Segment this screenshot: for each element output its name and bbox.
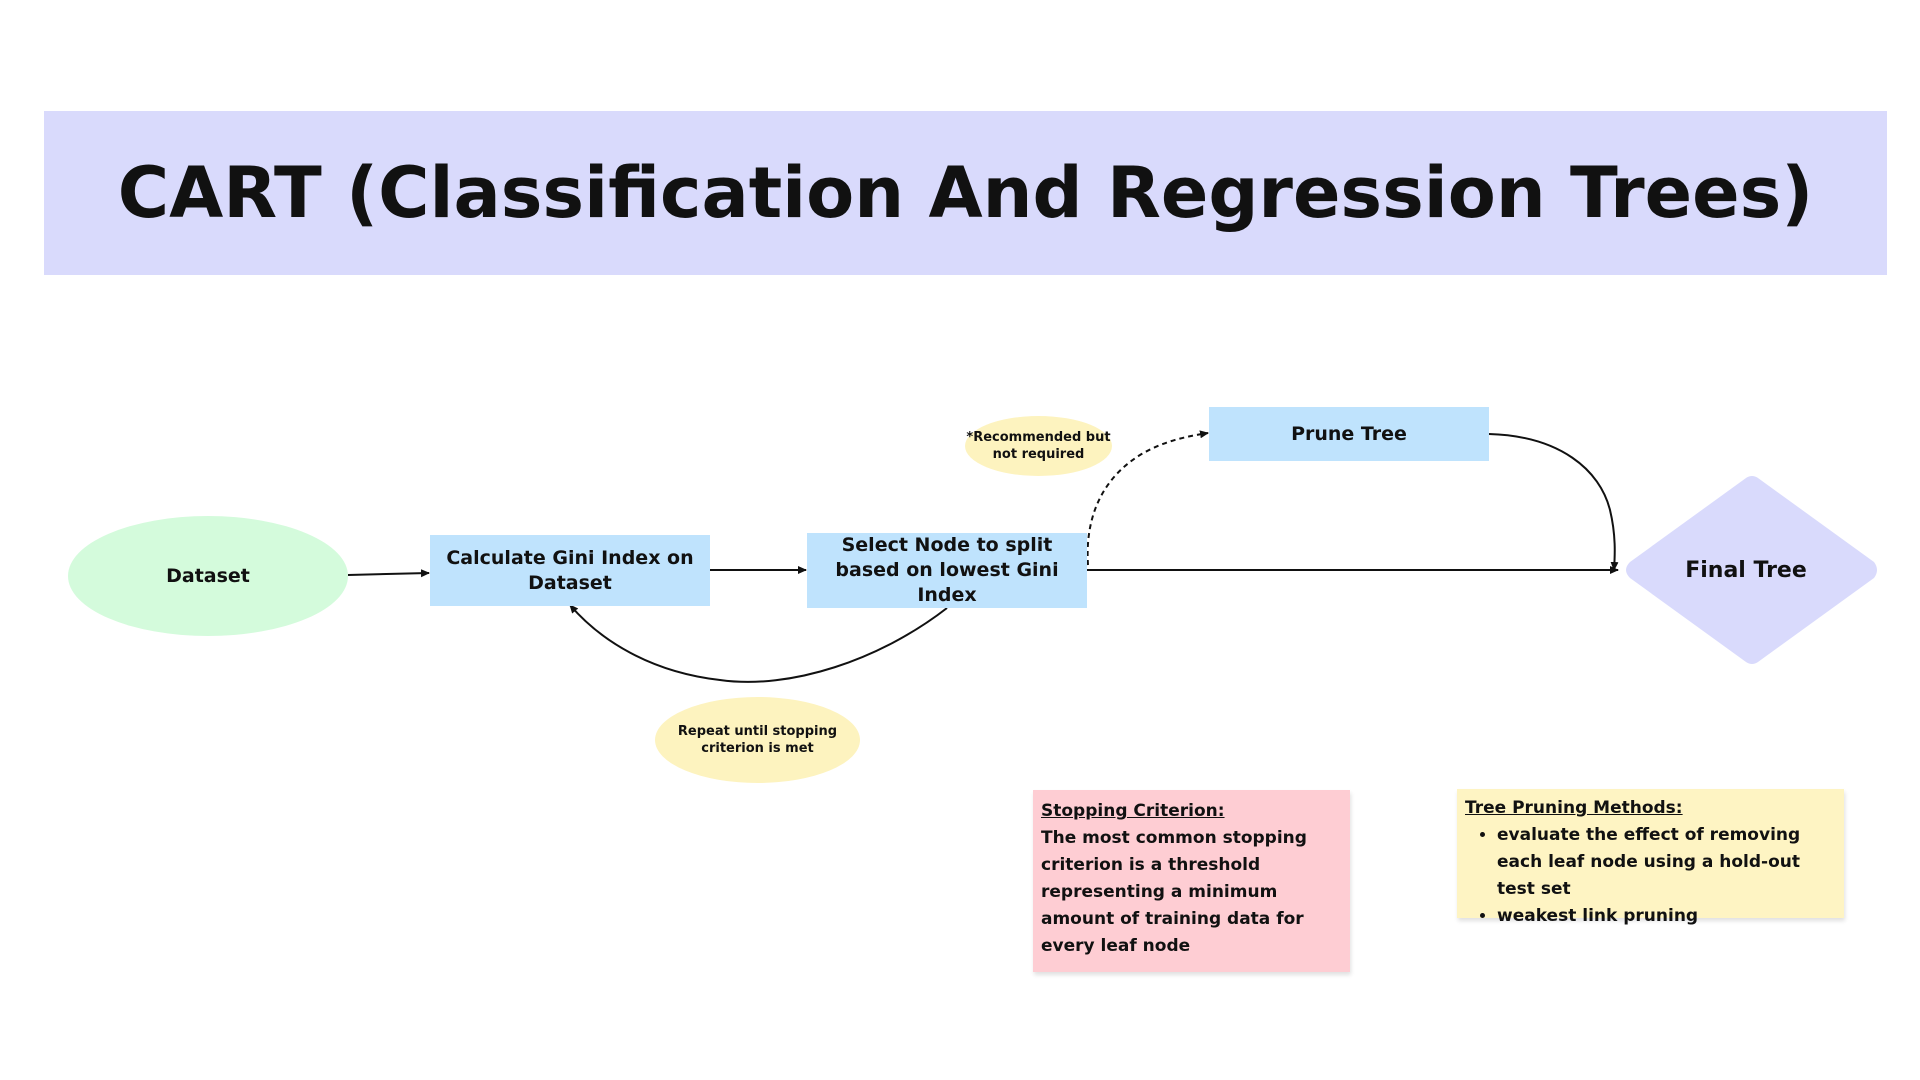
arrow-repeat-loop [569, 604, 948, 683]
pruning-methods-heading: Tree Pruning Methods: [1465, 798, 1683, 818]
prune-tree-label: Prune Tree [1291, 422, 1407, 445]
final-tree-node[interactable]: Final Tree [1612, 474, 1880, 666]
repeat-note-label: Repeat until stopping criterion is met [677, 724, 838, 756]
recommended-note: *Recommended but not required [965, 416, 1112, 476]
list-item: weakest link pruning [1497, 903, 1836, 930]
stopping-criterion-heading: Stopping Criterion: [1041, 801, 1225, 821]
calculate-gini-node[interactable]: Calculate Gini Index on Dataset [430, 535, 710, 606]
pruning-methods-note: Tree Pruning Methods: evaluate the effec… [1457, 789, 1844, 926]
title-banner: CART (Classification And Regression Tree… [44, 111, 1887, 275]
arrow-dataset-to-gini [347, 569, 430, 578]
final-tree-label: Final Tree [1685, 557, 1807, 583]
recommended-note-label: *Recommended but not required [966, 430, 1111, 462]
repeat-note: Repeat until stopping criterion is met [655, 697, 860, 783]
diagram-title: CART (Classification And Regression Tree… [117, 152, 1814, 234]
arrow-prune-to-final [1488, 433, 1619, 571]
final-tree-diamond-shape [1626, 476, 1877, 664]
select-node-node[interactable]: Select Node to split based on lowest Gin… [807, 533, 1087, 608]
list-item: evaluate the effect of removing each lea… [1497, 822, 1836, 903]
pruning-methods-list: evaluate the effect of removing each lea… [1465, 822, 1836, 930]
stopping-criterion-note: Stopping Criterion: The most common stop… [1033, 790, 1350, 972]
prune-tree-node[interactable]: Prune Tree [1209, 407, 1489, 461]
select-node-label: Select Node to split based on lowest Gin… [835, 534, 1059, 606]
dataset-node[interactable]: Dataset [68, 516, 348, 636]
calculate-gini-label: Calculate Gini Index on Dataset [446, 546, 694, 594]
stopping-criterion-body: The most common stopping criterion is a … [1041, 828, 1307, 956]
dataset-label: Dataset [166, 565, 250, 587]
